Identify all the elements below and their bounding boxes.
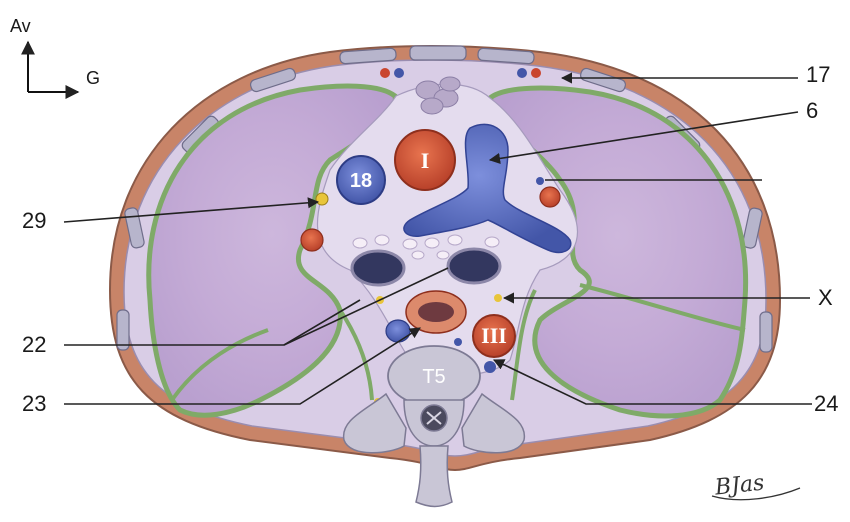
anterior-label: Av xyxy=(10,16,31,36)
label-22: 22 xyxy=(22,332,46,357)
left-small-vein xyxy=(536,177,544,185)
label-6: 6 xyxy=(806,98,818,123)
thoracic-duct xyxy=(454,338,462,346)
phrenic-nerve-right xyxy=(316,193,328,205)
right-pulmonary-vessel xyxy=(301,229,323,251)
left-small-artery xyxy=(540,187,560,207)
orientation-indicator: Av G xyxy=(10,16,100,92)
aorta-label-III: III xyxy=(481,323,507,348)
aorta-label-I: I xyxy=(421,148,430,173)
svc-label-18: 18 xyxy=(350,170,372,192)
label-23: 23 xyxy=(22,391,46,416)
rib-segment xyxy=(760,312,772,352)
ascending-aorta: I xyxy=(395,130,455,190)
descending-aorta: III xyxy=(473,315,515,357)
sternum xyxy=(410,46,466,60)
artist-signature: BJas xyxy=(713,471,766,501)
left-vagus-nerve xyxy=(494,294,502,302)
label-24: 24 xyxy=(814,391,838,416)
label-29: 29 xyxy=(22,208,46,233)
vertebra-label: T5 xyxy=(422,366,445,388)
label-X: X xyxy=(818,285,833,310)
superior-vena-cava: 18 xyxy=(337,156,385,204)
rib-segment xyxy=(117,310,129,350)
spinous-process xyxy=(416,446,452,507)
hemiazygos-vein xyxy=(484,361,496,373)
left-label: G xyxy=(86,68,100,88)
label-17: 17 xyxy=(806,62,830,87)
esophagus xyxy=(406,291,466,333)
azygos-vein xyxy=(386,320,410,342)
